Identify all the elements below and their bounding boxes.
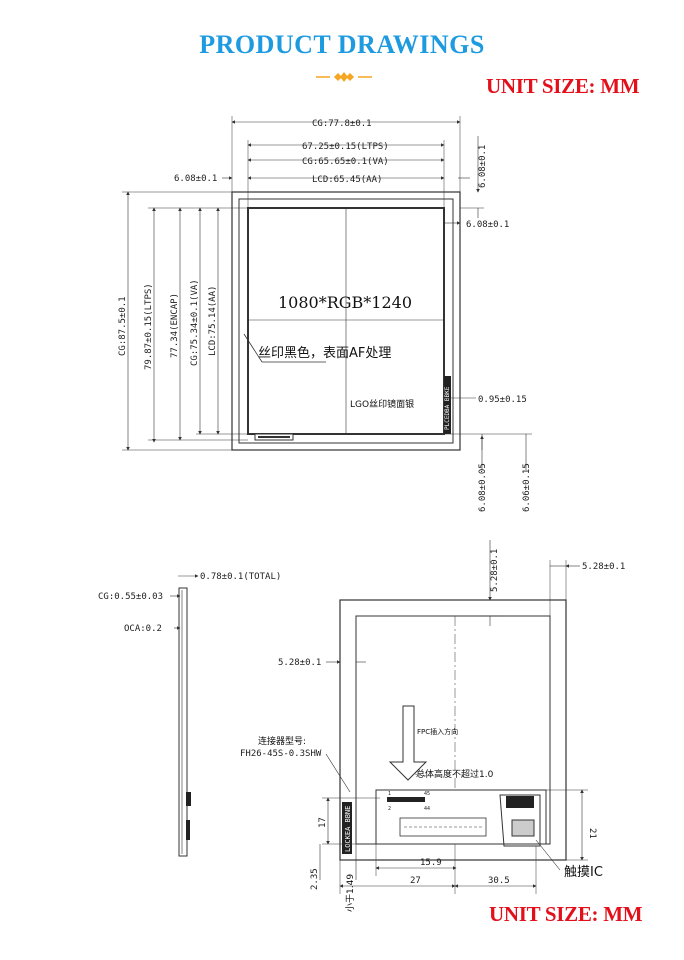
back-brand-strip: [342, 802, 352, 854]
dim-back-right-margin: 5.28±0.1: [582, 562, 625, 572]
back-view: LOCKEA BBNE: [319, 540, 588, 894]
connector-model: FH26-45S-0.3SHW: [240, 749, 322, 759]
dim-lcd-aa-height: LCD:75.14(AA): [208, 286, 218, 356]
dim-bottom-margin-right: 6.06±0.15: [522, 463, 532, 512]
dim-cg-va-height: CG:75.34±0.1(VA): [190, 279, 200, 366]
lgo-note: LGO丝印镜面银: [350, 398, 414, 410]
dim-top-margin-right: 6.08±0.1: [478, 145, 488, 188]
side-view: [170, 574, 199, 857]
dim-left-margin: 6.08±0.1: [174, 174, 217, 184]
dim-17: 17: [318, 817, 328, 828]
dim-ltps-width: 67.25±0.15(LTPS): [302, 142, 389, 152]
front-view: PLCEDBA BBKE: [122, 116, 532, 470]
touch-ic-label: 触摸IC: [564, 865, 603, 880]
dim-ltps-height: 79.87±0.15(LTPS): [144, 283, 154, 370]
connector-body: [387, 797, 425, 802]
fpc-direction-label: FPC插入方向: [417, 727, 458, 736]
connector-label: 连接器型号:: [258, 735, 306, 747]
pin-44: 44: [424, 806, 430, 812]
dim-cg-thickness: CG:0.55±0.03: [98, 592, 163, 602]
touch-ic-chip: [506, 796, 534, 808]
back-brand-text: LOCKEA BBNE: [344, 806, 352, 852]
dim-lcd-aa-width: LCD:65.45(AA): [312, 175, 382, 185]
dim-cg-height: CG:87.5±0.1: [118, 296, 128, 356]
dim-lgo-offset: 0.95±0.15: [478, 395, 527, 405]
dim-15-9: 15.9: [420, 858, 442, 868]
page-title: PRODUCT DRAWINGS: [199, 30, 485, 59]
dim-encap-height: 77.34(ENCAP): [170, 293, 180, 358]
front-brand-text: PLCEDBA BBKE: [444, 386, 451, 430]
pin-45: 45: [424, 791, 430, 797]
dim-back-top-margin: 5.28±0.1: [490, 549, 500, 592]
resolution-label: 1080*RGB*1240: [278, 293, 412, 312]
height-note: 总体高度不超过1.0: [416, 768, 494, 780]
silk-print-note: 丝印黑色，表面AF处理: [258, 345, 391, 361]
dim-27: 27: [410, 876, 421, 886]
pin-2: 2: [388, 806, 391, 812]
cg-outline: [231, 191, 461, 451]
dim-right-margin: 6.08±0.1: [466, 220, 509, 230]
dim-cg-width: CG:77.8±0.1: [312, 119, 372, 129]
pin-1: 1: [388, 791, 391, 797]
dim-cg-va-width: CG:65.65±0.1(VA): [302, 157, 389, 167]
dim-21: 21: [587, 828, 597, 839]
dim-30-5: 30.5: [488, 876, 510, 886]
title-ornament: [316, 72, 372, 82]
dim-total-thickness: 0.78±0.1(TOTAL): [200, 572, 281, 582]
dim-1-49: 小于1.49: [345, 874, 356, 912]
dim-bottom-margin-left: 6.08±0.05: [478, 463, 488, 512]
dim-2-35: 2.35: [310, 868, 320, 890]
dim-back-left-margin: 5.28±0.1: [278, 658, 321, 668]
dim-oca-thickness: OCA:0.2: [124, 624, 162, 634]
unit-size-label-top: UNIT SIZE: MM: [486, 74, 640, 98]
front-brand-strip: [444, 376, 451, 434]
unit-size-label-bottom: UNIT SIZE: MM: [489, 902, 643, 926]
